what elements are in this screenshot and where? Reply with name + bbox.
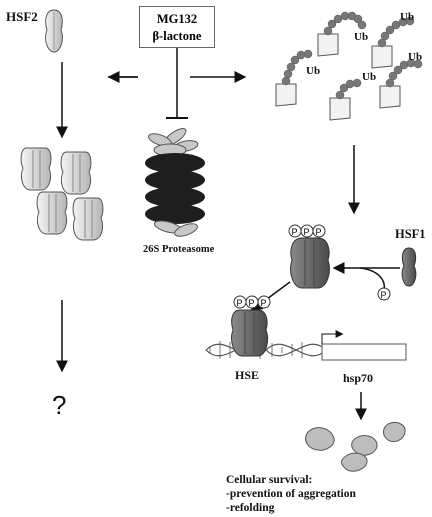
free-phosphate: P [377, 287, 391, 301]
phosphate-branch [359, 267, 386, 291]
outcome-item-aggregation: -prevention of aggregation [226, 488, 357, 500]
svg-text:P: P [381, 290, 387, 300]
hsf2-label: HSF2 [6, 9, 38, 24]
hsf1-trimer-bound: P P P [231, 295, 271, 357]
unknown-question: ? [52, 390, 66, 420]
proteasome-label: 26S Proteasome [143, 244, 215, 255]
hsf2-monomer [45, 9, 63, 53]
svg-text:Ub: Ub [408, 51, 422, 63]
inhibitor-mg132: MG132 [156, 12, 198, 26]
transcription-start-arrow [321, 330, 344, 344]
outcome-item-refolding: -refolding [226, 502, 275, 514]
ubiquitinated-substrates: Ub Ub Ub Ub [275, 11, 423, 121]
svg-text:P: P [292, 227, 298, 237]
svg-text:P: P [316, 227, 322, 237]
proteasome-26s [145, 127, 205, 237]
svg-text:P: P [261, 298, 267, 308]
hsp70-label: hsp70 [343, 371, 373, 385]
hsp70-gene-box [321, 343, 407, 361]
outcome-title: Cellular survival: [226, 474, 312, 486]
svg-text:Ub: Ub [354, 31, 368, 43]
hsf2-trimers [20, 147, 104, 241]
svg-text:P: P [304, 227, 310, 237]
svg-text:P: P [249, 298, 255, 308]
hsf1-label: HSF1 [395, 227, 426, 241]
hsf1-trimer-phosphorylated: P P P [288, 224, 330, 289]
inhibitor-beta-lactone: β-lactone [152, 29, 202, 43]
arrow-trimer-to-hse [250, 281, 291, 312]
svg-text:Ub: Ub [362, 71, 376, 83]
hsf1-monomer [401, 247, 417, 287]
svg-text:P: P [237, 298, 243, 308]
inhibitor-box: MG132 β-lactone [139, 6, 215, 48]
svg-text:Ub: Ub [306, 65, 320, 77]
hsp70-proteins [305, 421, 406, 472]
svg-text:Ub: Ub [400, 11, 414, 23]
hse-label: HSE [235, 368, 259, 382]
